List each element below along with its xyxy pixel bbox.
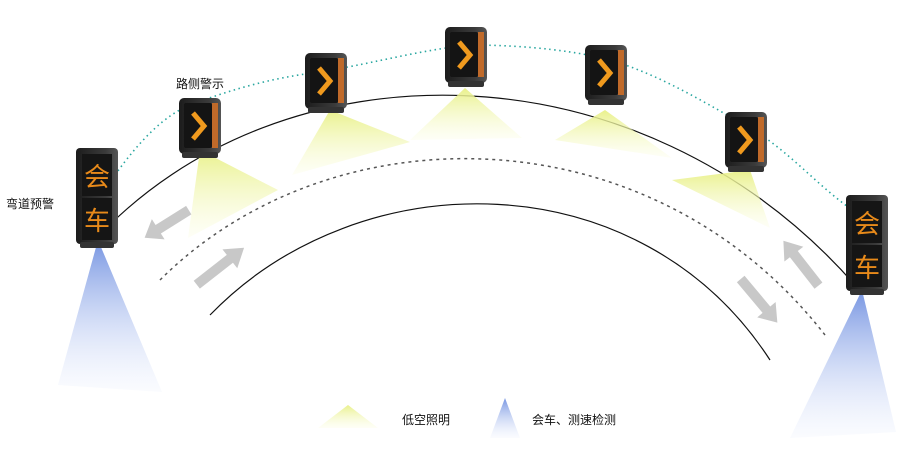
- light-beam-icon: [410, 88, 522, 140]
- sign-left-line2: 车: [84, 207, 110, 237]
- light-beam-icon: [188, 150, 278, 238]
- roadside-chevron-unit-5: [725, 112, 767, 172]
- legend-light-beam-icon: [318, 405, 378, 428]
- sign-right-line2: 车: [854, 254, 880, 284]
- roadside-chevron-unit-2: [305, 53, 347, 113]
- direction-arrow-icon: [736, 275, 778, 323]
- roadside-chevron-unit-1: [179, 98, 221, 158]
- direction-arrow-icon: [193, 247, 245, 289]
- light-beam-icon: [672, 170, 770, 228]
- sign-left-line1: 会: [84, 163, 110, 193]
- light-beam-icon: [292, 110, 410, 175]
- roadside-chevron-unit-3: [445, 27, 487, 87]
- legend-detection-beam-icon: [490, 398, 520, 438]
- curve-warning-sign-right: 会 车: [846, 195, 888, 295]
- sign-right-line1: 会: [854, 210, 880, 240]
- roadside-chevron-unit-4: [585, 45, 627, 105]
- road-inner-edge: [209, 203, 771, 361]
- curve-warning-sign-left: 会 车: [76, 148, 118, 248]
- detection-beam-icon: [790, 290, 896, 438]
- curve-warning-label: 弯道预警: [6, 197, 55, 211]
- legend-low-light-label: 低空照明: [402, 413, 451, 427]
- direction-arrow-icon: [144, 205, 192, 240]
- roadside-warning-label: 路侧警示: [176, 77, 225, 91]
- legend-detection-label: 会车、测速检测: [532, 413, 617, 427]
- light-beam-icon: [555, 110, 672, 158]
- detection-beam-icon: [58, 240, 162, 392]
- direction-arrow-icon: [783, 240, 823, 289]
